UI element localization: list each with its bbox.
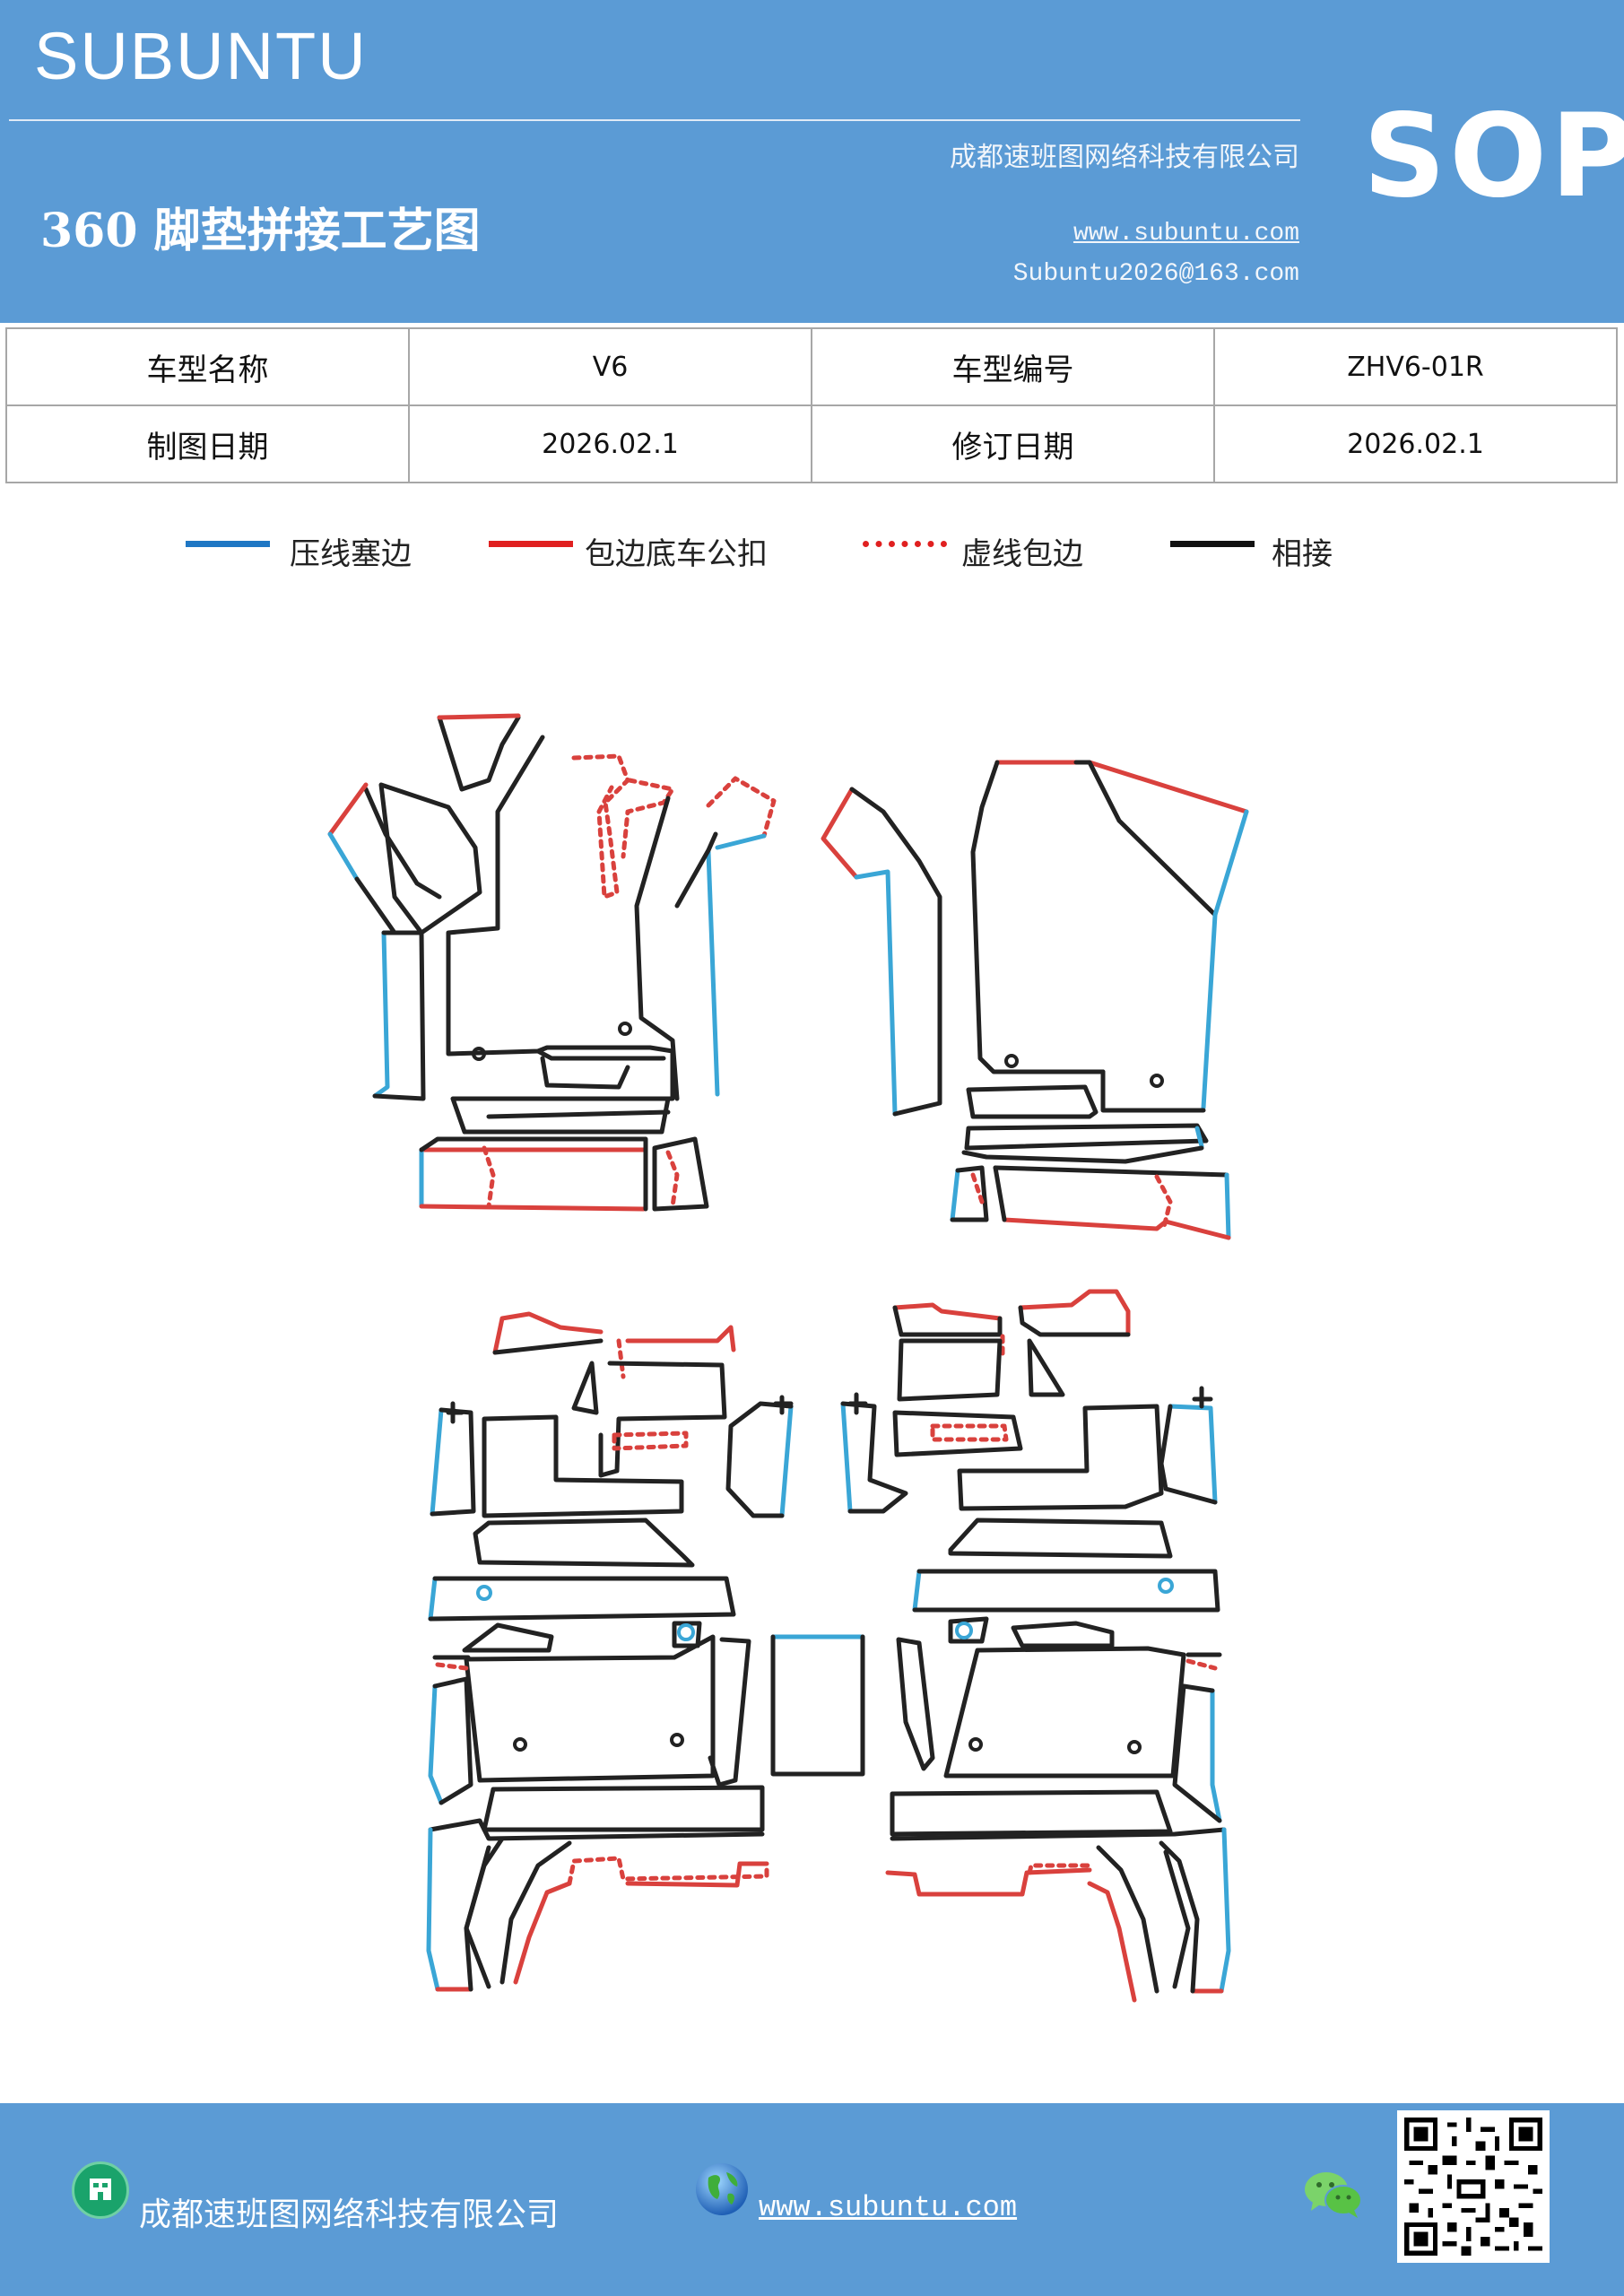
legend-swatch-black-solid <box>1170 541 1255 547</box>
globe-icon <box>696 2163 748 2215</box>
document-title: 360 脚垫拼接工艺图 <box>40 204 481 258</box>
wechat-icon <box>1305 2172 1362 2218</box>
line-legend: 压线塞边 包边底车公扣 虚线包边 相接 <box>0 529 1624 572</box>
legend-label: 相接 <box>1272 536 1333 572</box>
label-model-name: 车型名称 <box>5 327 410 406</box>
footer-company-name: 成都速班图网络科技有限公司 <box>139 2196 560 2233</box>
table-row: 车型名称 V6 车型编号 ZHV6-01R <box>5 327 1618 406</box>
email-address: Subuntu2026@163.com <box>1012 260 1299 288</box>
legend-label: 虚线包边 <box>961 536 1083 572</box>
legend-swatch-red-dotted <box>863 541 947 547</box>
label-revision-date: 修订日期 <box>811 404 1215 483</box>
value-model-code: ZHV6-01R <box>1213 327 1618 406</box>
center-tunnel-mat <box>770 1634 865 1777</box>
header-banner: SUBUNTU 成都速班图网络科技有限公司 360 脚垫拼接工艺图 www.su… <box>0 0 1624 323</box>
legend-label: 包边底车公扣 <box>585 536 768 572</box>
table-row: 制图日期 2026.02.1 修订日期 2026.02.1 <box>5 404 1618 483</box>
qr-code[interactable] <box>1397 2110 1550 2263</box>
front-left-mat-group <box>327 713 777 1212</box>
legend-label: 压线塞边 <box>290 536 412 572</box>
building-icon <box>72 2161 129 2219</box>
label-drawing-date: 制图日期 <box>5 404 410 483</box>
legend-swatch-red-solid <box>489 541 573 547</box>
value-model-name: V6 <box>408 327 812 406</box>
sop-badge: SOP <box>1363 90 1624 223</box>
floor-mat-layout-drawing <box>327 713 1249 2003</box>
website-link[interactable]: www.subuntu.com <box>1073 220 1299 248</box>
value-revision-date: 2026.02.1 <box>1213 404 1618 483</box>
vehicle-info-table: 车型名称 V6 车型编号 ZHV6-01R 制图日期 2026.02.1 修订日… <box>5 327 1618 483</box>
value-drawing-date: 2026.02.1 <box>408 404 812 483</box>
footer-banner: 成都速班图网络科技有限公司 www.subuntu.com <box>0 2103 1624 2296</box>
footer-website-link[interactable]: www.subuntu.com <box>759 2191 1018 2224</box>
front-right-mat-group <box>821 760 1249 1240</box>
header-divider <box>9 119 1300 121</box>
rear-left-mat-group <box>426 1311 794 1992</box>
legend-swatch-blue-solid <box>186 541 270 547</box>
company-name: 成都速班图网络科技有限公司 <box>950 142 1299 173</box>
label-model-code: 车型编号 <box>811 327 1215 406</box>
brand-name: SUBUNTU <box>34 19 368 93</box>
rear-right-mat-group <box>840 1289 1231 2003</box>
